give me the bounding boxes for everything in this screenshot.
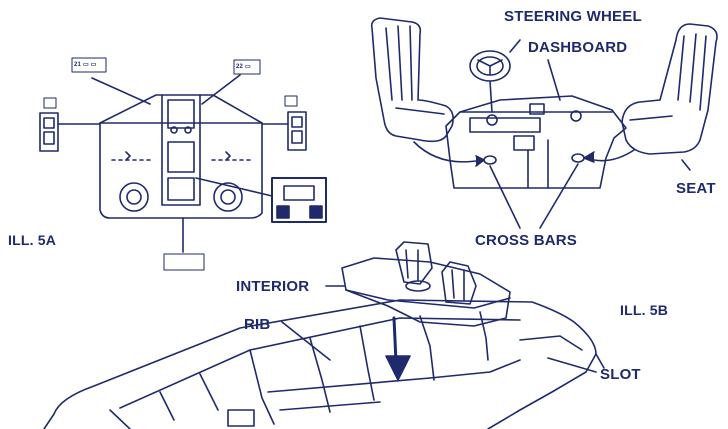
label-steering-wheel: STEERING WHEEL	[504, 8, 642, 25]
label-slot: SLOT	[600, 366, 641, 383]
label-rib: RIB	[244, 316, 271, 333]
label-seat: SEAT	[676, 180, 716, 197]
decal-callout-21: 21 ▭ ▭	[74, 62, 97, 68]
label-dashboard: DASHBOARD	[528, 39, 628, 56]
decal-sheet-5a	[39, 57, 327, 271]
label-ill-5a: ILL. 5A	[8, 232, 57, 248]
dashboard-assembly-5b	[370, 17, 718, 229]
decal-callout-22: 22 ▭	[236, 64, 251, 70]
label-interior: INTERIOR	[236, 278, 310, 295]
label-ill-5b: ILL. 5B	[620, 302, 669, 318]
label-cross-bars: CROSS BARS	[475, 232, 578, 249]
boat-hull-5b	[43, 241, 605, 429]
